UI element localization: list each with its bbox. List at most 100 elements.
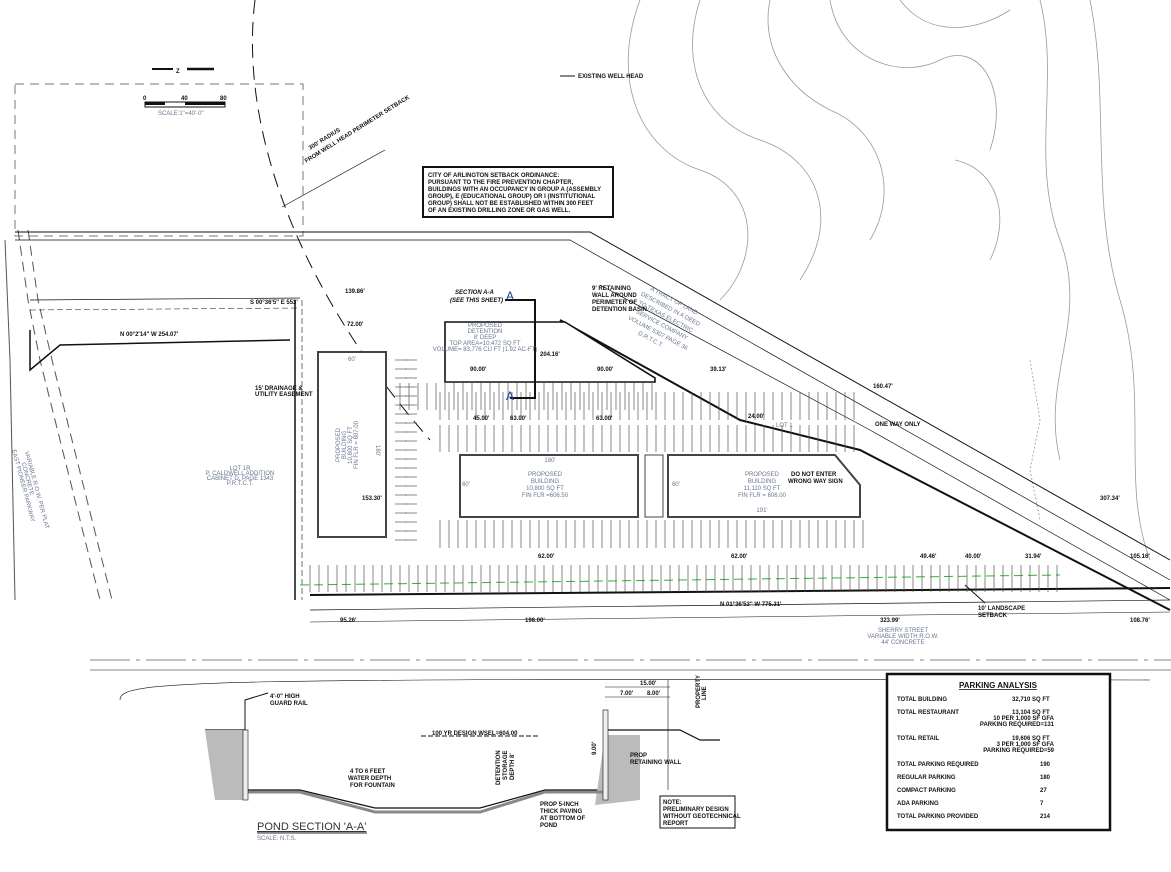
note-line: 10' LANDSCAPE [978,606,1025,612]
parking-analysis-cell: 10 PER 1,000 SF GFA [993,716,1054,722]
dimension: 62.00' [731,554,748,560]
dimension: 49.46' [920,554,937,560]
note-line: OF AN EXISTING DRILLING ZONE OR GAS WELL… [428,208,570,214]
building-dim: 180' [374,445,380,456]
note-line: CABINET D, PAGE 1343 [207,476,274,482]
parking-analysis-cell: COMPACT PARKING [897,788,956,794]
dimension: S 00°36'5" E 553' [250,300,298,306]
parking-analysis-title: PARKING ANALYSIS [959,681,1038,690]
note-line: GROUP), E (EDUCATIONAL GROUP) OR I (INST… [428,194,595,200]
building-text: 10,800 SQ FT [526,486,564,492]
landscape-setback-note: 10' LANDSCAPE SETBACK [964,584,1025,619]
note-line: 4'-0" HIGH [270,694,300,700]
note-line: 15' DRAINAGE & [255,386,303,392]
note-line: BUILDINGS WITH AN OCCUPANCY IN GROUP A (… [428,187,601,193]
section-letter-bottom: A [506,389,514,403]
parking-analysis-cell: 27 [1040,788,1047,794]
dimension: 39.13' [710,367,727,373]
street-surface: 44' CONCRETE [881,640,924,646]
note-line: UTILITY EASEMENT [255,392,313,398]
parking-analysis-cell: 180 [1040,775,1051,781]
note-line: RETAINING WALL [630,760,682,766]
building-dim: 180' [544,458,555,464]
note-line: PERIMETER OF [592,300,637,306]
dimension: 62.00' [538,554,555,560]
building-text: FIN FLR = 606.00 [738,493,787,499]
note-line: P. CALDWELL ADDITION [206,471,275,477]
note-line: DEPTH 8' [510,753,516,780]
note-line: THICK PAVING [540,809,582,815]
wsel-label: 100 YR DESIGN WSEL=604.00 [432,731,518,737]
parking-analysis-cell: TOTAL PARKING PROVIDED [897,814,979,820]
parking-analysis-cell: REGULAR PARKING [897,775,956,781]
parking-analysis-cell: PARKING REQUIRED=59 [983,748,1054,754]
setback-ordinance-note: CITY OF ARLINGTON SETBACK ORDINANCE: PUR… [422,166,614,218]
note-line: WRONG WAY SIGN [788,479,843,485]
do-not-enter-note: DO NOT ENTER WRONG WAY SIGN [788,472,843,485]
dimension: 160.47' [873,384,893,390]
dimension: 31.94' [1025,554,1042,560]
building-text: BUILDING [342,431,348,460]
note-line: GUARD RAIL [270,701,308,707]
note-line: LOT 1R [230,466,252,472]
section-letter-top: A [506,289,514,303]
note-line: WALL AROUND [592,293,637,299]
lot-label: LOT 1 [776,423,793,429]
note-line: PROPERTY [696,675,702,708]
section-sub: (SEE THIS SHEET) [450,298,503,304]
note-line: DETENTION BASIN [592,307,647,313]
dimension: 8.00' [647,691,661,697]
dimension: 63.00' [596,416,613,422]
dimension: N 00°2'14" W 254.07' [120,332,179,338]
section-label: SECTION A-A [455,290,494,296]
dimension: 72.00' [347,322,364,328]
dimension: 108.76' [1130,618,1150,624]
adjacent-lot-outline [14,83,304,237]
scale-label: SCALE:1"=40'-0" [158,111,204,117]
dimension: 105.16' [1130,554,1150,560]
dimension: N 01°36'53" W 775.31' [720,602,782,608]
pond-section-title: POND SECTION 'A-A' [257,821,366,833]
dimension: 63.00' [510,416,527,422]
dimension-labels: 139.86' 72.00' 90.00' 90.00' 39.13' 204.… [120,289,1150,624]
dimension: 15.00' [640,681,657,687]
note-line: P.R.T.C.T. [227,481,254,487]
detention-label: PROPOSED DETENTION 8' DEEP TOP AREA=10,4… [433,323,537,353]
building-dim: 60' [348,357,356,363]
building-gap [644,454,664,518]
building-text: FIN FLR = 607.00 [354,420,360,469]
street-name: SHERRY STREET [878,628,928,634]
parking-analysis-cell: TOTAL PARKING REQUIRED [897,762,979,768]
parking-analysis-cell: 13,104 SQ FT [1012,710,1050,716]
dimension: 90.00' [597,367,614,373]
parking-analysis-cell: TOTAL RESTAURANT [897,710,959,716]
building-dim: 60' [462,482,470,488]
building-west [317,351,387,538]
note-line: REPORT [663,821,688,827]
dimension: 204.16' [540,352,560,358]
building-text: BUILDING [748,479,777,485]
parking-analysis-cell: TOTAL BUILDING [897,697,947,703]
dimension: 95.26' [340,618,357,624]
dimension: 9.00' [592,741,598,755]
scale-tick: 80 [220,96,227,102]
north-arrow: Z [152,67,214,75]
street-row: VARIABLE WIDTH R.O.W. [867,634,939,640]
scale-tick: 0 [143,96,147,102]
parking-analysis-cell: 3 PER 1,000 SF GFA [997,742,1055,748]
note-line: WITHOUT GEOTECHNICAL [663,814,741,820]
parking-analysis-cell: PARKING REQUIRED=131 [980,722,1055,728]
building-west-label: PROPOSED BUILDING 10,800 SQ FT FIN FLR =… [336,420,360,469]
building-east-label: PROPOSED BUILDING 11,110 SQ FT FIN FLR =… [672,472,787,514]
note-line: PROP [630,753,647,759]
parking-analysis-cell: 214 [1040,814,1051,820]
dimension: 198.00' [525,618,545,624]
dimension: 45.00' [473,416,490,422]
note-line: VOLUME= 83,776 CU FT (1.92 AC-FT) [433,347,537,353]
note-line: CITY OF ARLINGTON SETBACK ORDINANCE: [428,173,559,179]
note-line: DETENTION [468,329,503,335]
lot-note: LOT 1R P. CALDWELL ADDITION CABINET D, P… [206,466,275,487]
note-line: PROP 5-INCH [540,802,579,808]
dimension: 40.00' [965,554,982,560]
